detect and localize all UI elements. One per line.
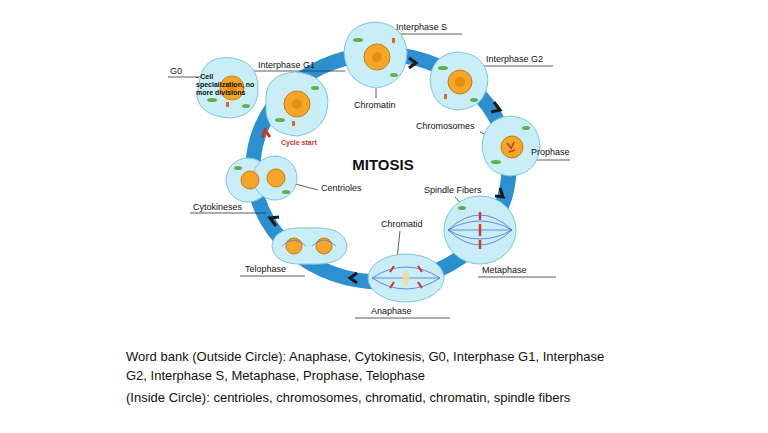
part-label: Centrioles xyxy=(321,183,362,193)
stage-label: Anaphase xyxy=(371,306,412,316)
g2-cell xyxy=(430,52,488,110)
stage-label: G0 xyxy=(170,66,182,76)
stage-label: Metaphase xyxy=(482,265,527,275)
stage-label: Interphase G2 xyxy=(486,54,543,64)
cytokinesis-cells xyxy=(226,156,297,202)
cycle-start-label: Cycle start xyxy=(281,139,317,147)
stage-label: Prophase xyxy=(531,147,570,157)
part-label: Chromosomes xyxy=(416,121,475,131)
telophase-cell xyxy=(272,228,347,264)
part-label: Chromatin xyxy=(354,100,396,110)
note-text: - Cell specialization, no more divisions xyxy=(196,73,260,97)
diagram-title: MITOSIS xyxy=(352,156,413,173)
word-bank-text: (Inside Circle): centrioles, chromosomes… xyxy=(126,391,570,406)
stage-label: Cytokineses xyxy=(193,202,242,212)
metaphase-cell xyxy=(444,196,516,264)
prophase-cell xyxy=(482,116,540,176)
stage-label: Interphase S xyxy=(396,22,447,32)
stage-label: Interphase G1 xyxy=(258,60,315,70)
anaphase-cell xyxy=(368,254,444,302)
part-label: Chromatid xyxy=(381,219,423,229)
part-label: Spindle Fibers xyxy=(424,185,482,195)
word-bank-text: Word bank (Outside Circle): Anaphase, Cy… xyxy=(126,348,621,386)
stage-label: Telophase xyxy=(245,264,286,274)
g1-cell xyxy=(266,72,328,136)
